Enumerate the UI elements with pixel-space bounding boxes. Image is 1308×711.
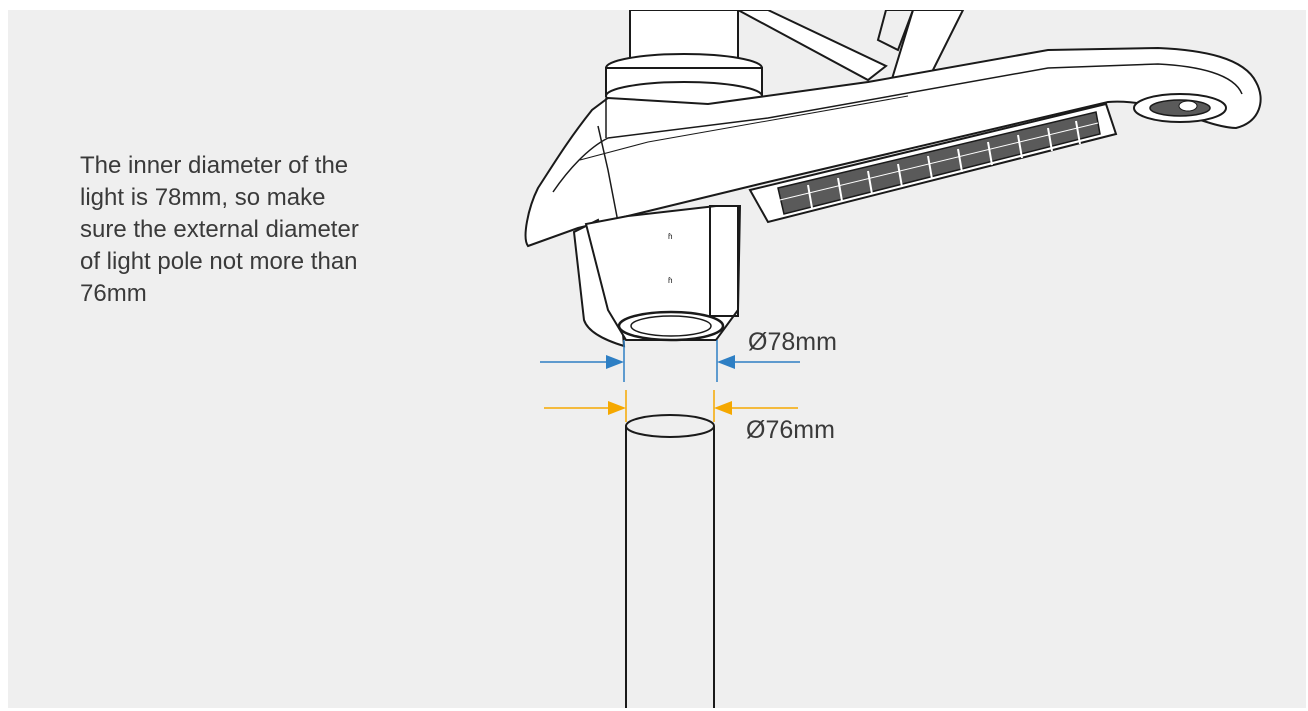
led-module xyxy=(748,102,1118,224)
dimension-78mm: Ø78mm xyxy=(540,328,837,382)
svg-text:ʱ: ʱ xyxy=(668,275,673,289)
note-line-2: light is 78mm, so make xyxy=(80,184,326,211)
note-line-1: The inner diameter of the xyxy=(80,152,349,179)
note-line-3: sure the external diameter xyxy=(80,216,359,243)
photo-sensor xyxy=(1133,93,1227,123)
light-mount-neck xyxy=(605,10,965,111)
pole-sleeve: ʱ ʱ xyxy=(572,205,742,348)
street-light-drawing: ʱ ʱ Ø78mm Ø76mm xyxy=(524,10,1262,708)
light-pole xyxy=(625,414,715,708)
dimension-76mm-label: Ø76mm xyxy=(746,416,835,444)
svg-text:ʱ: ʱ xyxy=(668,231,673,245)
installation-note: The inner diameter of the light is 78mm,… xyxy=(80,150,480,310)
note-line-5: 76mm xyxy=(80,280,147,307)
dimension-78mm-label: Ø78mm xyxy=(748,328,837,356)
note-line-4: of light pole not more than xyxy=(80,248,358,275)
diagram-panel: The inner diameter of the light is 78mm,… xyxy=(8,10,1306,708)
dimension-76mm: Ø76mm xyxy=(544,390,835,444)
